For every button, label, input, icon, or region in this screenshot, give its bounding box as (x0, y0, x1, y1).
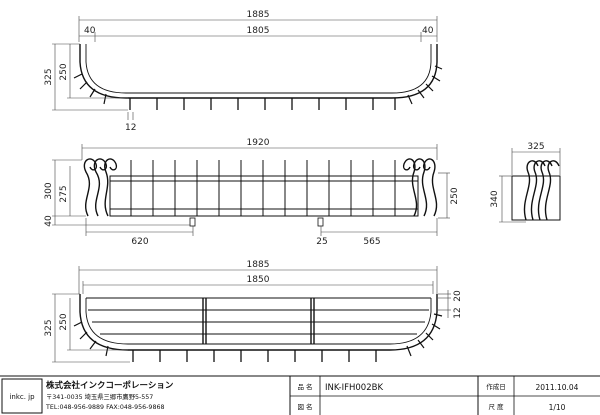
date-label: 作成日 (486, 382, 506, 391)
top-dim-overall: 1885 (247, 260, 270, 270)
front-dim-height-inner: 250 (59, 63, 69, 80)
front-dim-inner: 1805 (247, 26, 270, 36)
side-dim-overall: 1920 (247, 138, 270, 148)
side-dim-right-height: 250 (450, 187, 460, 204)
product-label: 品 名 (297, 382, 312, 391)
company-logo (1, 378, 43, 414)
front-dim-overall: 1885 (247, 10, 270, 20)
logo-text: inkc. jp (9, 393, 35, 401)
front-dim-height-outer: 325 (44, 68, 54, 85)
company-contact: TEL:048-956-9889 FAX:048-956-9868 (45, 404, 164, 411)
end-view: 325 340 (490, 142, 561, 223)
title-block: inkc. jp 株式会社インクコーポレーション 〒341-0035 埼玉県三郷… (0, 375, 600, 415)
end-dim-width: 325 (527, 142, 544, 152)
front-dim-bar-gap: 12 (125, 123, 136, 133)
company-address: 〒341-0035 埼玉県三郷市鷹野5-557 (46, 392, 153, 401)
side-dim-mid-span: 565 (363, 237, 380, 247)
company-name: 株式会社インクコーポレーション (46, 380, 174, 391)
side-dim-height-outer: 300 (44, 182, 54, 199)
scale-value: 1/10 (549, 403, 566, 412)
side-dim-bracket: 25 (316, 237, 327, 247)
side-view: 1920 (44, 138, 460, 247)
scale-label: 尺 度 (488, 402, 504, 411)
top-dim-height-outer: 325 (44, 319, 54, 336)
date-value: 2011.10.04 (536, 383, 579, 392)
front-dim-end-left: 40 (84, 26, 96, 36)
top-view: 1885 1850 (44, 260, 463, 363)
top-dim-gap-top: 20 (453, 290, 463, 302)
product-name: INK-IFH002BK (325, 383, 383, 393)
top-dim-inner: 1850 (247, 275, 270, 285)
side-dim-left-span: 620 (131, 237, 148, 247)
front-view: 1885 1805 40 40 (44, 10, 443, 133)
end-dim-height: 340 (490, 190, 500, 207)
top-dim-gap-bottom: 12 (453, 307, 463, 318)
front-dim-end-right: 40 (422, 26, 434, 36)
drawing-label: 図 名 (297, 402, 312, 411)
side-dim-height-inner: 275 (59, 185, 69, 202)
top-dim-height-inner: 250 (59, 313, 69, 330)
side-dim-foot: 40 (44, 215, 54, 227)
